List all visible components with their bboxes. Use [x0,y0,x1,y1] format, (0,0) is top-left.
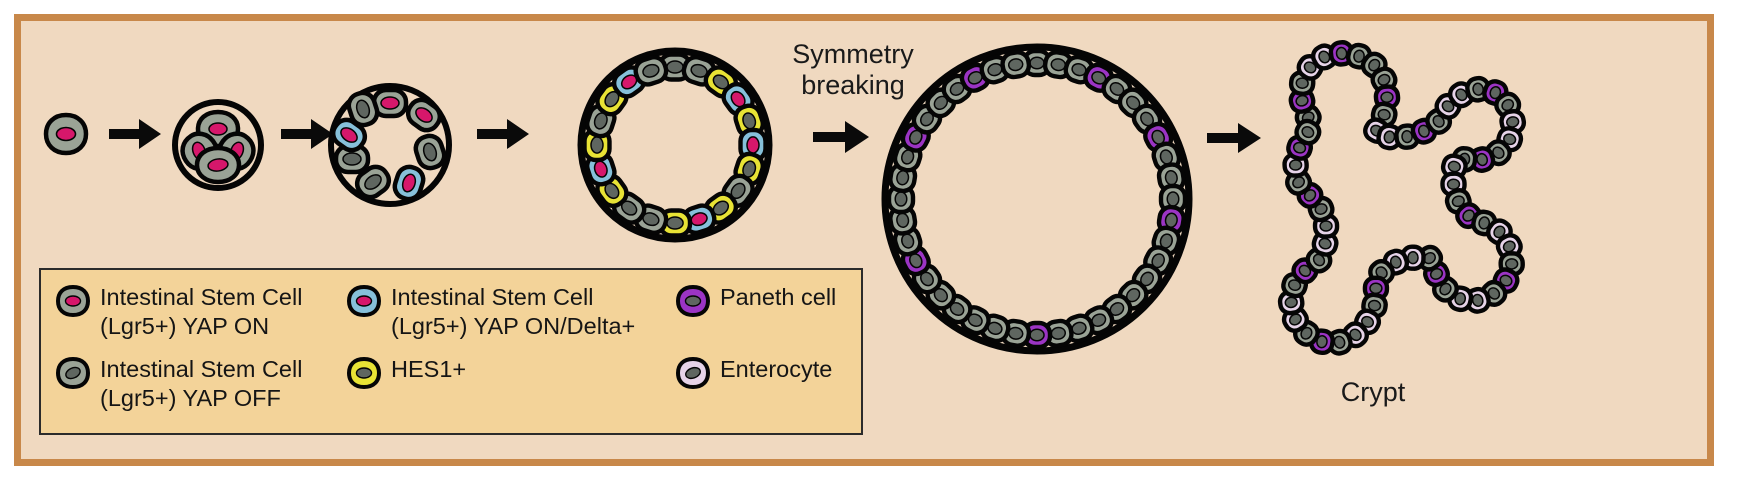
legend-label: Intestinal Stem Cell (Lgr5+) YAP ON/Delt… [391,284,636,339]
stage-four-cell-cluster [169,96,267,194]
legend-item-isc-yap-on-delta: Intestinal Stem Cell (Lgr5+) YAP ON/Delt… [346,283,676,340]
cell-icon-isc-yap-on [55,284,91,318]
arrow-3 [477,117,531,151]
legend-panel: Intestinal Stem Cell (Lgr5+) YAP ON Inte… [39,268,863,435]
organoid-cell [1000,50,1032,80]
organoid-cell [1484,139,1512,167]
crypt-label: Crypt [1340,377,1406,407]
arrow-1 [109,117,163,151]
legend-item-isc-yap-on: Intestinal Stem Cell (Lgr5+) YAP ON [55,283,335,340]
organoid-cell [1294,118,1322,146]
cell-icon-isc-yap-on-delta [346,284,382,318]
legend-label: Intestinal Stem Cell (Lgr5+) YAP OFF [100,356,303,411]
organoid-cell [1326,328,1353,356]
organoid-cell [941,293,973,325]
stage-patterned-ring [569,39,781,251]
legend-item-paneth: Paneth cell [675,283,865,318]
legend-label: Paneth cell [720,284,837,310]
organoid-cell-enterocyte [1376,123,1403,151]
organoid-cell [1370,101,1398,128]
organoid-cell [888,204,918,236]
cell-isc-yap-on [43,112,89,156]
figure-frame: Symmetry breaking Crypt [14,14,1714,466]
arrow-4 [813,119,871,155]
legend-label: Intestinal Stem Cell (Lgr5+) YAP ON [100,284,303,339]
stage-early-ring [325,80,455,210]
legend-item-isc-yap-off: Intestinal Stem Cell (Lgr5+) YAP OFF [55,355,335,412]
organoid-cell [1471,209,1498,237]
organoid-cell [633,55,669,87]
organoid-cell-paneth [1296,181,1324,209]
ring-cells [330,87,447,202]
legend-item-hes1: HES1+ [346,355,676,390]
stage-large-sphere [869,31,1205,367]
stage-crypt [1243,29,1533,379]
symmetry-breaking-label: Symmetry breaking [792,39,914,101]
legend-label: HES1+ [391,356,467,382]
cell-icon-isc-yap-off [55,356,91,390]
stage-single-cell [43,112,89,156]
organoid-cell-enterocyte [1440,153,1468,180]
cell-icon-hes1 [346,356,382,390]
legend-item-enterocyte: Enterocyte [675,355,865,390]
legend-label: Enterocyte [720,356,833,382]
cell-icon-enterocyte [675,356,711,390]
arrow-5 [1207,121,1263,155]
cell-isc-yap-on [194,145,242,185]
cell-icon-paneth [675,284,711,318]
arrow-2 [281,117,335,151]
